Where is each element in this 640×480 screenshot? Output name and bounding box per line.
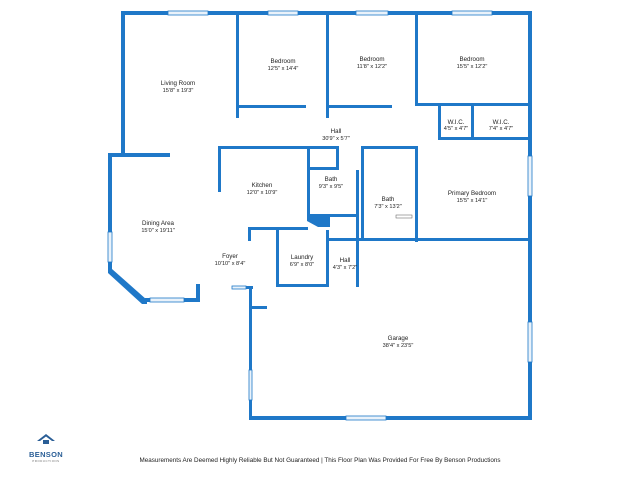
- room-name-bedroom-2: Bedroom: [359, 56, 384, 63]
- room-name-bedroom-3: Bedroom: [459, 56, 484, 63]
- room-dims-dining-area: 15'0" x 19'11": [141, 228, 174, 234]
- room-dims-kitchen: 12'0" x 10'9": [247, 190, 278, 196]
- room-dims-primary-bedroom: 15'5" x 14'1": [457, 198, 488, 204]
- room-dims-bath-1: 9'3" x 9'5": [319, 184, 343, 190]
- room-dims-bedroom-1: 12'5" x 14'4": [268, 66, 299, 72]
- room-dims-laundry: 6'9" x 8'0": [290, 262, 314, 268]
- room-name-bath-2: Bath: [382, 196, 395, 203]
- room-dims-living-room: 15'8" x 19'3": [163, 88, 194, 94]
- door-markers: [185, 153, 413, 219]
- room-labels: Living Room 15'8" x 19'3" Bedroom 12'5" …: [141, 56, 513, 349]
- room-name-foyer: Foyer: [222, 253, 238, 260]
- logo-subtitle: PRODUCTIONS: [32, 459, 60, 463]
- room-name-bedroom-1: Bedroom: [270, 58, 295, 65]
- room-name-living-room: Living Room: [161, 80, 195, 87]
- room-name-dining-area: Dining Area: [142, 220, 175, 227]
- room-name-wic-1: W.I.C.: [448, 119, 465, 126]
- room-name-garage: Garage: [388, 335, 409, 342]
- room-dims-foyer: 10'10" x 8'4": [215, 261, 246, 267]
- walls: [108, 11, 532, 420]
- room-name-bath-1: Bath: [325, 176, 338, 183]
- windows: [107, 10, 533, 421]
- room-name-hall-main: Hall: [331, 128, 342, 135]
- house-logo-icon: [37, 434, 55, 444]
- room-name-primary-bedroom: Primary Bedroom: [448, 190, 496, 197]
- room-dims-hall-main: 30'9" x 5'7": [322, 136, 350, 142]
- room-dims-garage: 38'4" x 23'5": [383, 343, 414, 349]
- room-dims-wic-2: 7'4" x 4'7": [489, 126, 513, 132]
- room-name-wic-2: W.I.C.: [493, 119, 510, 126]
- logo-name: BENSON: [29, 450, 63, 459]
- room-name-hall-small: Hall: [340, 257, 351, 264]
- room-name-laundry: Laundry: [291, 254, 314, 261]
- disclaimer-text: Measurements Are Deemed Highly Reliable …: [139, 457, 501, 464]
- room-dims-wic-1: 4'5" x 4'7": [444, 126, 468, 132]
- room-dims-bath-2: 7'3" x 13'2": [374, 204, 402, 210]
- room-dims-hall-small: 4'3" x 7'2": [333, 265, 357, 271]
- benson-logo: BENSON PRODUCTIONS: [24, 432, 68, 463]
- room-dims-bedroom-2: 11'8" x 12'2": [357, 64, 387, 70]
- room-name-kitchen: Kitchen: [252, 182, 273, 189]
- room-dims-bedroom-3: 15'5" x 12'2": [457, 64, 488, 70]
